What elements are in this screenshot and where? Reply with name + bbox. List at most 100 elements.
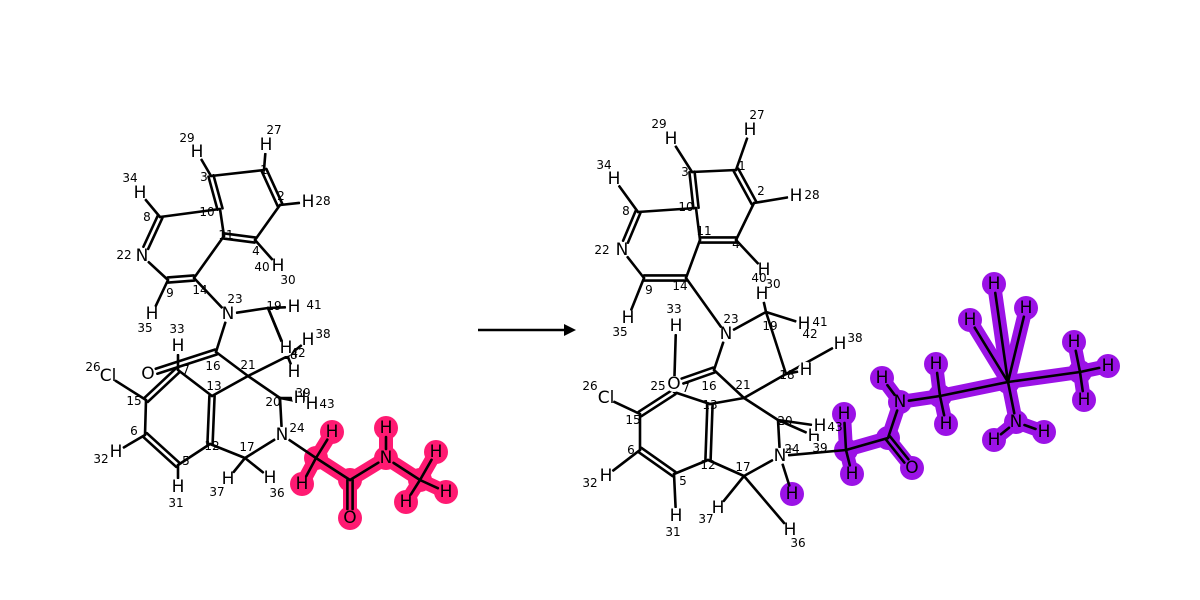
single-bond [243, 456, 265, 474]
atom-label-backdrop [812, 418, 828, 434]
atom-map-number: 31 [168, 496, 183, 510]
atom-symbol-h: H [758, 260, 771, 280]
single-bond [214, 350, 250, 378]
single-bond [200, 158, 213, 178]
atom-symbol-n: N [616, 240, 629, 260]
atom-map-number: 35 [612, 325, 627, 339]
single-bond [742, 372, 788, 400]
atom-map-number: 28 [804, 188, 819, 202]
single-bond [1006, 380, 1016, 415]
atom-symbol-h: H [930, 354, 943, 374]
single-bond [246, 374, 282, 400]
atom-symbol-h: H [296, 474, 309, 494]
atom-map-number: 43 [319, 397, 334, 411]
atom-map-number: 27 [749, 108, 764, 122]
atom-symbol-n: N [222, 304, 235, 324]
atom-label-backdrop [772, 448, 788, 464]
single-bond [266, 306, 287, 310]
atom-map-number: 20 [777, 414, 792, 428]
single-bond [938, 394, 946, 417]
atom-map-number: 28 [315, 194, 330, 208]
single-bond [392, 461, 422, 482]
atom-map-number: 3 [681, 165, 689, 179]
single-bond [144, 198, 162, 219]
atom-symbol-h: H [1068, 332, 1081, 352]
double-bond-line [166, 274, 196, 279]
atom-map-number: 8 [143, 210, 151, 224]
atom-symbol-h: H [784, 520, 797, 540]
single-bond [672, 458, 710, 476]
double-bond-line [142, 214, 159, 249]
atom-map-number: 30 [765, 277, 780, 291]
atom-map-number: 32 [93, 452, 108, 466]
atom-map-number: 8 [622, 204, 630, 218]
single-bond [712, 368, 746, 400]
atom-map-number: 6 [130, 424, 138, 438]
atom-symbol-h: H [988, 430, 1001, 450]
double-bond-line [693, 170, 700, 210]
atom-label-backdrop [754, 286, 770, 302]
atom-map-number: 13 [206, 379, 221, 393]
atom-symbol-h: H [191, 142, 204, 162]
atom-symbol-h: H [608, 169, 621, 189]
atom-label-backdrop [108, 444, 124, 460]
atom-map-number: 40 [751, 271, 766, 285]
atom-label-backdrop [788, 188, 804, 204]
atom-map-number: 29 [651, 117, 666, 131]
atom-label-backdrop [300, 194, 316, 210]
atom-label-backdrop [262, 470, 278, 486]
atom-map-number: 18 [779, 368, 794, 382]
atom-map-number: 4 [732, 237, 740, 251]
double-bond-line [146, 370, 182, 404]
double-bond-line [709, 402, 714, 462]
atom-symbol-h: H [876, 368, 889, 388]
atom-label-backdrop [300, 332, 316, 348]
atom-symbol-o: O [905, 458, 918, 478]
single-bond [784, 370, 799, 376]
atom-label-backdrop [170, 338, 186, 354]
single-bond [243, 438, 276, 460]
single-bond [764, 310, 788, 376]
single-bond [232, 456, 247, 474]
single-bond [935, 371, 942, 398]
atom-label-backdrop [292, 390, 308, 406]
double-bond-line [637, 388, 674, 414]
atom-map-number: 41 [812, 315, 827, 329]
atom-map-number: 12 [204, 439, 219, 453]
atom-map-number: 43 [827, 420, 842, 434]
atom-symbol-h: H [264, 468, 277, 488]
atom-map-number: 5 [182, 454, 190, 468]
atom-map-number: 19 [762, 319, 777, 333]
single-bond [147, 260, 170, 282]
single-bond [418, 478, 440, 490]
single-bond [672, 472, 677, 509]
atom-symbol-n: N [276, 425, 289, 445]
single-bond [776, 418, 781, 449]
atom-symbol-cl: Cl [100, 366, 117, 386]
atom-label-backdrop [220, 306, 236, 322]
double-bond-line [260, 169, 279, 208]
atom-symbol-h: H [440, 482, 453, 502]
atom-map-number: 22 [594, 243, 609, 257]
single-bond [278, 396, 283, 428]
atom-label-backdrop [756, 262, 772, 278]
atom-map-number: 24 [289, 421, 304, 435]
atom-map-number: 41 [306, 298, 321, 312]
single-bond [1006, 370, 1082, 384]
single-bond [706, 458, 746, 478]
single-bond [684, 238, 702, 280]
single-bond [158, 207, 222, 219]
atom-label-backdrop [663, 131, 679, 147]
single-bond [611, 448, 642, 472]
single-bond [722, 474, 746, 503]
atom-label-backdrop [668, 508, 684, 524]
atom-map-number: 14 [672, 279, 687, 293]
single-bond [192, 234, 226, 280]
single-bond [684, 276, 723, 328]
single-bond [907, 394, 942, 402]
atom-map-number: 23 [723, 312, 738, 326]
single-bond [999, 426, 1011, 436]
single-bond [262, 152, 267, 172]
